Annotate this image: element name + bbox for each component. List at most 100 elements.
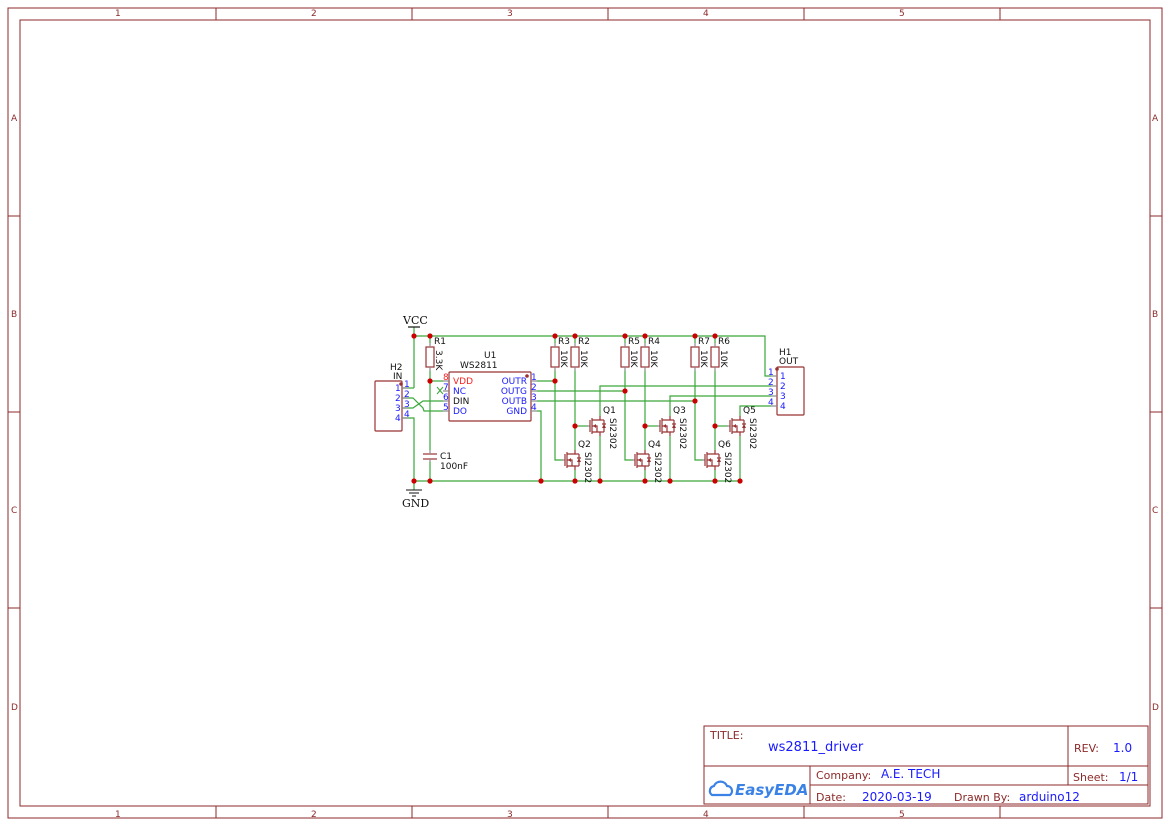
row-label-C: C [11, 506, 17, 516]
mosfet-ref: Q5 [743, 406, 756, 416]
junction-dot [642, 423, 648, 429]
u1-pin-name: OUTR [502, 377, 527, 387]
no-connect-icon [436, 386, 444, 395]
junction-dot [712, 333, 718, 339]
title-block: TITLE: ws2811_driver REV: 1.0 Company: A… [703, 725, 1149, 805]
junction-dot [712, 478, 718, 484]
drain-lead [567, 450, 576, 455]
junction-dot [667, 478, 673, 484]
u1-ref: U1 [484, 351, 496, 361]
resistor-body [690, 346, 700, 368]
column-label-2: 2 [311, 9, 317, 19]
junction-dot [572, 333, 578, 339]
source-lead [592, 431, 601, 436]
junction-dot [552, 378, 558, 384]
h2-pin-name: 4 [395, 414, 401, 424]
junction-dot [642, 478, 648, 484]
junction-dot [572, 423, 578, 429]
resistor-body [640, 346, 650, 368]
source-lead [732, 431, 741, 436]
h2-pin-number: 4 [404, 410, 410, 420]
drain-lead [592, 416, 601, 421]
column-label-2: 2 [311, 810, 317, 820]
u1-pin-number: 5 [443, 403, 449, 413]
h1-pin-number: 1 [768, 368, 774, 378]
resistor-body [570, 346, 580, 368]
arrow-icon [568, 458, 571, 462]
u1-pin-number: 2 [531, 383, 537, 393]
junction-dot [427, 478, 433, 484]
rev-value: 1.0 [1113, 741, 1132, 755]
junction-dot [538, 478, 544, 484]
company-value: A.E. TECH [881, 767, 940, 781]
resistor-body [550, 346, 560, 368]
r1-ref: R1 [434, 337, 446, 347]
easyeda-logo: EasyEDA [708, 780, 808, 799]
junction-dot [692, 398, 698, 404]
h2-value: IN [393, 372, 402, 382]
h1-pin-number: 3 [768, 388, 774, 398]
resistor-value: 10K [648, 350, 658, 368]
title-label: TITLE: [709, 729, 743, 742]
u1-pin-number: 4 [531, 403, 537, 413]
c1-ref: C1 [440, 452, 452, 462]
mosfet-ref: Q1 [603, 406, 616, 416]
column-label-5: 5 [899, 810, 905, 820]
drain-lead [707, 450, 716, 455]
mosfet-value: SI2302 [677, 418, 687, 449]
capacitor-c1[interactable]: C1 100nF [423, 450, 468, 472]
h1-pin-name: 2 [780, 382, 786, 392]
diode-icon [742, 424, 746, 428]
arrow-icon [663, 424, 666, 428]
h1-pin-number: 4 [768, 398, 774, 408]
resistor-value: 10K [698, 350, 708, 368]
mosfet-value: SI2302 [747, 418, 757, 449]
mosfet-ref: Q2 [578, 440, 591, 450]
column-label-5: 5 [899, 9, 905, 19]
h1-pin-name: 1 [780, 372, 786, 382]
u1-value: WS2811 [460, 361, 498, 371]
column-label-1: 1 [115, 9, 121, 19]
u1-pin-name: VDD [453, 377, 473, 387]
arrow-icon [733, 424, 736, 428]
junction-dot [597, 478, 603, 484]
h2-ref: H2 [390, 363, 403, 373]
row-label-A: A [11, 114, 18, 124]
row-label-B: B [1152, 310, 1158, 320]
cloud-icon [708, 780, 734, 797]
resistor-body [710, 346, 720, 368]
mosfet-ref: Q3 [673, 406, 686, 416]
resistor-r1[interactable]: R1 3.3K [425, 337, 446, 371]
source-lead [662, 431, 671, 436]
column-label-1: 1 [115, 810, 121, 820]
junction-dot [622, 388, 628, 394]
row-label-B: B [11, 310, 17, 320]
h1-value: OUT [779, 357, 799, 367]
resistor-ref: R6 [718, 337, 730, 347]
rev-label: REV: [1074, 742, 1099, 755]
h2-pin-number: 3 [404, 400, 410, 410]
column-label-3: 3 [507, 9, 513, 19]
resistor-ref: R7 [698, 337, 710, 347]
row-label-D: D [11, 703, 18, 713]
drawn-by-value: arduino12 [1019, 790, 1080, 804]
resistor-value: 10K [628, 350, 638, 368]
junction-dot [572, 478, 578, 484]
resistor-value: 10K [578, 350, 588, 368]
